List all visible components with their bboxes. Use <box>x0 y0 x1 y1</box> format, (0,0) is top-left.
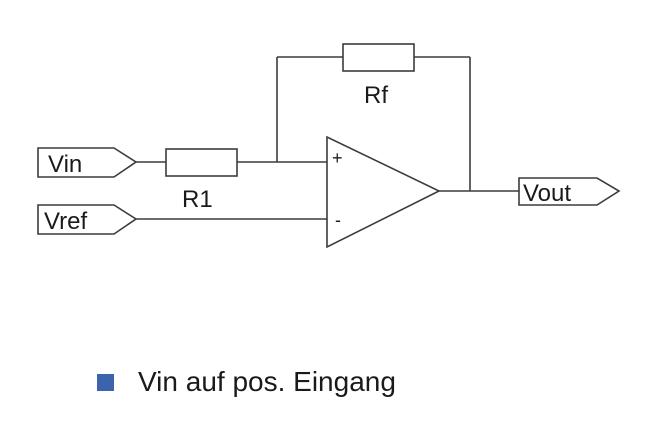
wires <box>136 56 519 220</box>
resistor-rf <box>342 43 415 72</box>
opamp-minus-label: - <box>335 210 341 230</box>
resistor-rf-label: Rf <box>364 82 388 109</box>
port-vref-shape <box>37 204 138 235</box>
port-vout-shape <box>518 177 621 206</box>
resistor-r1-label: R1 <box>182 186 213 213</box>
bullet-point: Vin auf pos. Eingang <box>97 362 396 402</box>
port-vout-label: Vout <box>523 180 571 207</box>
resistor-r1 <box>165 148 238 177</box>
port-vin-label: Vin <box>48 151 82 178</box>
port-vref-label: Vref <box>44 208 87 235</box>
opamp-triangle <box>326 135 441 249</box>
opamp-plus-label: + <box>332 148 343 168</box>
bullet-text: Vin auf pos. Eingang <box>138 366 396 397</box>
bullet-square-icon <box>97 373 114 391</box>
port-vin-shape <box>37 147 138 178</box>
